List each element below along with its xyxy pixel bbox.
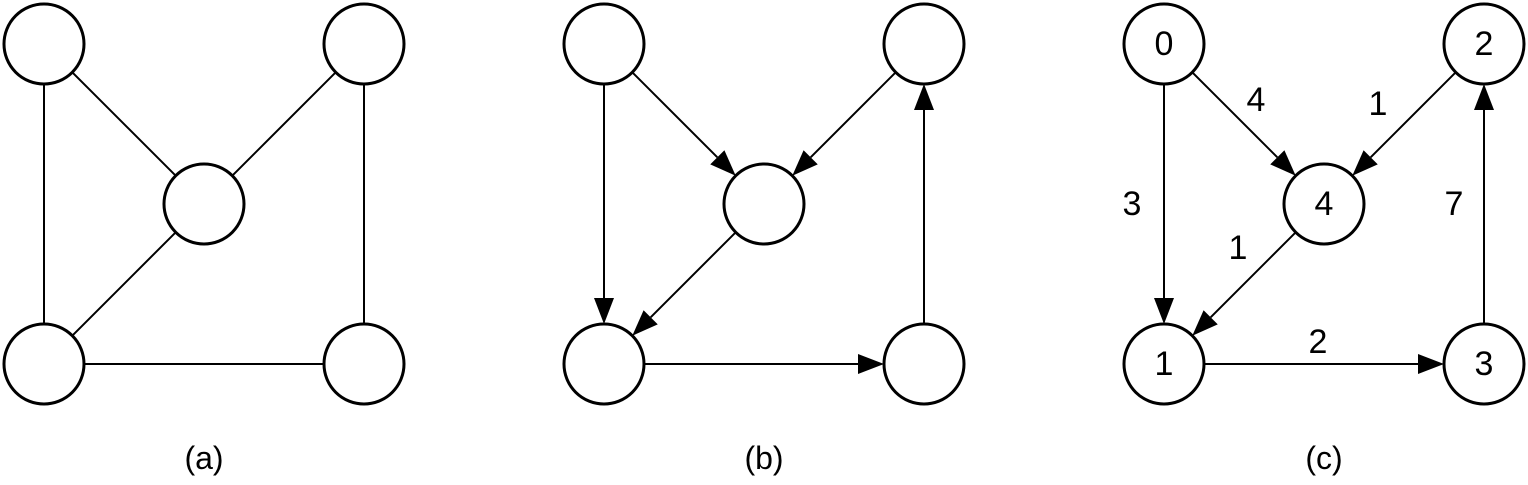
edge-line [1191,71,1279,159]
edge-line [71,71,177,177]
panel-caption: (b) [744,440,783,476]
node-circle [2,322,86,406]
edge-tr-c: 1 [1352,71,1457,176]
arrowhead [1270,150,1296,176]
edge-tr-c [792,71,897,176]
edge-weight-label: 7 [1445,185,1464,223]
node-circle [562,322,646,406]
node-circle [322,322,406,406]
edge-line [631,71,719,159]
node-tl [562,2,646,86]
node-circle [882,2,966,86]
node-tr [322,2,406,86]
node-tl [2,2,86,86]
panel-b: (b) [562,2,966,476]
node-circle [562,2,646,86]
edge-tr-c [231,71,337,177]
node-bl [2,322,86,406]
node-tr: 2 [1442,2,1526,86]
panel-a: (a) [2,2,406,476]
arrowhead [858,354,884,374]
node-c: 4 [1282,162,1366,246]
panel-caption: (a) [184,440,223,476]
edge-line [809,71,897,159]
node-label: 3 [1475,345,1494,383]
edge-tl-bl: 3 [1123,84,1174,324]
node-circle [1122,2,1206,86]
edge-line [649,231,737,319]
edge-tl-bl [594,84,614,324]
edge-weight-label: 2 [1309,323,1328,361]
edge-weight-label: 1 [1229,229,1248,267]
edge-line [231,71,337,177]
node-br: 3 [1442,322,1526,406]
arrowhead [1418,354,1444,374]
edge-br-tr [914,84,934,324]
panel-c: 3 4 1 1 2 7 0 2 4 1 3 (c) [1122,2,1526,476]
node-circle [882,322,966,406]
edge-weight-label: 1 [1369,85,1388,123]
edge-bl-br [644,354,884,374]
node-circle [162,162,246,246]
node-bl [562,322,646,406]
node-circle [322,2,406,86]
arrowhead [594,298,614,324]
arrowhead [1154,298,1174,324]
arrowhead [1352,150,1378,176]
node-br [322,322,406,406]
edge-weight-label: 4 [1247,81,1266,119]
node-c [722,162,806,246]
arrowhead [792,150,818,176]
arrowhead [1474,84,1494,110]
arrowhead [632,310,658,336]
node-tl: 0 [1122,2,1206,86]
edge-tl-c [631,71,736,176]
node-br [882,322,966,406]
node-circle [1282,162,1366,246]
node-bl: 1 [1122,322,1206,406]
node-label: 1 [1155,345,1174,383]
edge-line [1369,71,1457,159]
node-circle [1442,2,1526,86]
node-circle [2,2,86,86]
node-c [162,162,246,246]
arrowhead [914,84,934,110]
panel-caption: (c) [1305,440,1342,476]
edge-c-bl: 1 [1192,229,1297,336]
edge-c-bl [71,231,177,337]
arrowhead [1192,310,1218,336]
node-circle [1122,322,1206,406]
node-label: 0 [1155,25,1174,63]
node-label: 4 [1315,185,1334,223]
edge-br-tr: 7 [1445,84,1494,324]
edge-weight-label: 3 [1123,185,1142,223]
edge-tl-c [71,71,177,177]
edge-line [71,231,177,337]
node-tr [882,2,966,86]
edge-line [1209,231,1297,319]
arrowhead [710,150,736,176]
node-label: 2 [1475,25,1494,63]
node-circle [1442,322,1526,406]
edge-bl-br: 2 [1204,323,1444,374]
edge-c-bl [632,231,737,336]
edge-tl-c: 4 [1191,71,1296,176]
node-circle [722,162,806,246]
